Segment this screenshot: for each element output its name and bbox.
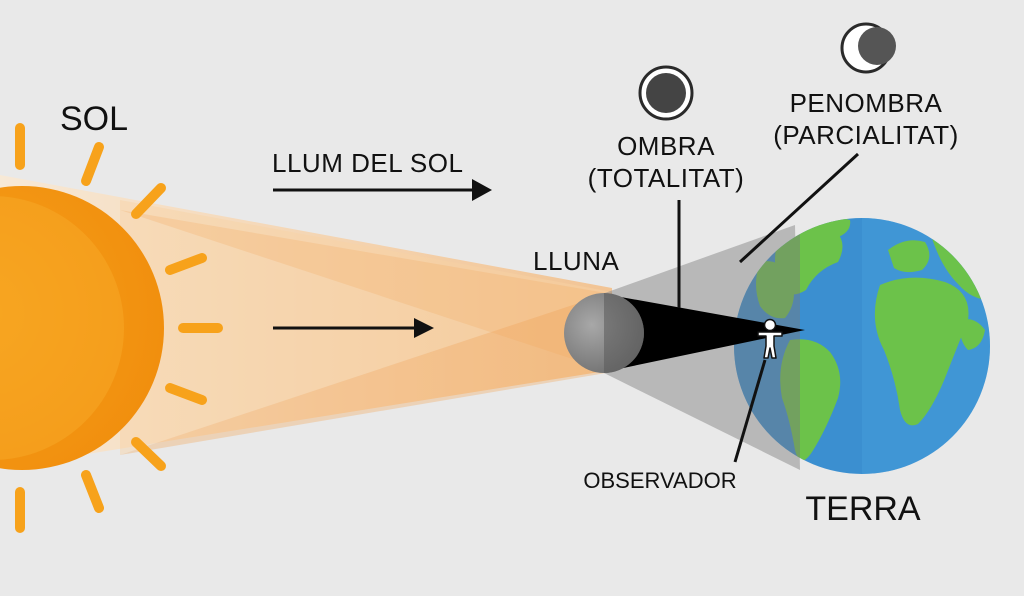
sunlight-label: LLUM DEL SOL [272, 148, 463, 178]
sun [0, 123, 223, 533]
observer-label: OBSERVADOR [583, 468, 736, 493]
total-eclipse-icon [638, 65, 694, 121]
moon [564, 293, 644, 373]
observer-leader-line [733, 359, 767, 463]
umbra-cone [604, 294, 805, 372]
penumbra-leader-line [738, 152, 860, 264]
sun-rays [15, 123, 223, 533]
umbra-sublabel: (TOTALITAT) [588, 163, 745, 193]
right-arrow-icon [273, 318, 434, 338]
sun-label: SOL [60, 100, 128, 138]
moon-label: LLUNA [533, 246, 619, 276]
right-arrow-icon [273, 179, 492, 201]
umbra-label: OMBRA [617, 131, 715, 161]
earth-label: TERRA [805, 490, 921, 528]
partial-eclipse-icon [840, 22, 896, 74]
person-icon [757, 318, 783, 359]
penumbra-label: PENOMBRA [790, 88, 943, 118]
penumbra-sublabel: (PARCIALITAT) [773, 120, 959, 150]
